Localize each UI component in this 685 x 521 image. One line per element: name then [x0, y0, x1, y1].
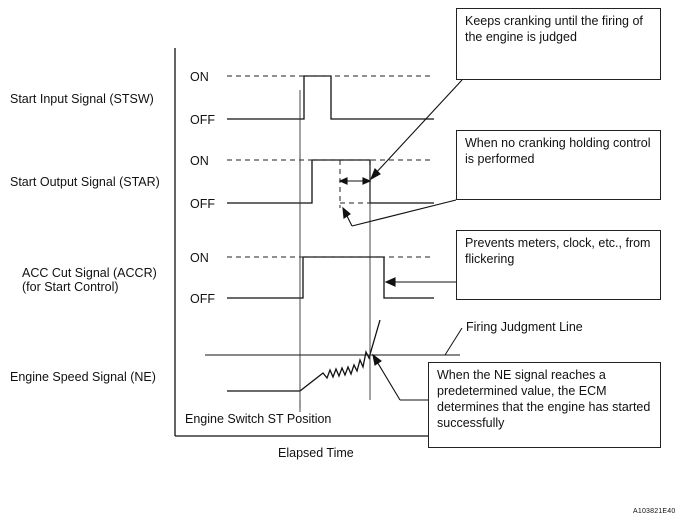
star-off-label: OFF	[190, 197, 215, 211]
engine-switch-label: Engine Switch ST Position	[183, 412, 334, 426]
ne-callout: When the NE signal reaches a predetermin…	[428, 362, 661, 448]
ne-leader-head	[372, 353, 382, 366]
accr-sublabel: (for Start Control)	[22, 280, 119, 294]
x-axis-label: Elapsed Time	[278, 446, 354, 460]
flicker-callout: Prevents meters, clock, etc., from flick…	[456, 230, 661, 300]
figure-code: A103821E40	[633, 508, 676, 515]
accr-on-label: ON	[190, 251, 209, 265]
holding-arrow-right-head	[362, 177, 372, 185]
holding-arrow-left-head	[338, 177, 348, 185]
cranking-callout: Keeps cranking until the firing of the e…	[456, 8, 661, 80]
holding-callout: When no cranking holding control is perf…	[456, 130, 661, 200]
ne-waveform	[227, 319, 381, 392]
flicker-leader-head	[384, 277, 396, 287]
star-label: Start Output Signal (STAR)	[10, 175, 160, 189]
firing-judgment-label: Firing Judgment Line	[466, 320, 583, 334]
stsw-waveform	[227, 75, 434, 120]
accr-waveform	[227, 256, 434, 299]
cranking-leader	[373, 79, 463, 176]
star-on-label: ON	[190, 154, 209, 168]
stsw-on-label: ON	[190, 70, 209, 84]
accr-label: ACC Cut Signal (ACCR)	[22, 266, 157, 280]
firing-line-leader	[444, 327, 463, 356]
stsw-label: Start Input Signal (STSW)	[10, 92, 154, 106]
cranking-leader-head	[369, 168, 381, 181]
ne-label: Engine Speed Signal (NE)	[10, 370, 156, 384]
ne-leader-diag	[375, 359, 401, 401]
accr-off-label: OFF	[190, 292, 215, 306]
star-waveform	[227, 159, 434, 204]
stsw-off-label: OFF	[190, 113, 215, 127]
holding-leader-head	[342, 206, 351, 219]
holding-leader	[351, 199, 457, 227]
